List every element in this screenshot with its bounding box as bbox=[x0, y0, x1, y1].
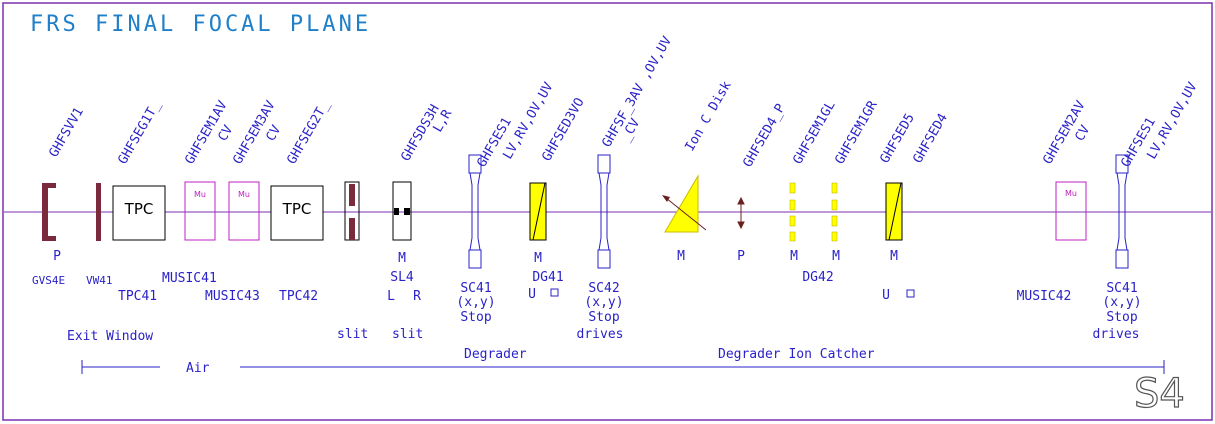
sc42-scintillator bbox=[597, 154, 611, 269]
label-tpc42: TPC42 bbox=[279, 289, 318, 304]
diagram-title: FRS FINAL FOCAL PLANE bbox=[30, 12, 371, 37]
music41-box: Mu bbox=[184, 181, 216, 241]
label-ghfsed4-p: GHFSED4_P bbox=[740, 101, 788, 170]
label-r-sl4: R bbox=[413, 289, 421, 304]
tpc41-box: TPC bbox=[112, 185, 166, 241]
label-sc41b-drives: drives bbox=[1093, 327, 1140, 342]
label-sc42-xy: (x,y) bbox=[584, 295, 623, 310]
slit-1 bbox=[344, 181, 360, 241]
label-gvs4e: GVS4E bbox=[32, 274, 65, 287]
label-music41: MUSIC41 bbox=[162, 271, 217, 286]
ed5-square-icon bbox=[906, 289, 915, 298]
label-ghfsem2av-cv: CV bbox=[1072, 123, 1093, 144]
label-m-ionc: M bbox=[677, 249, 685, 264]
sc41-scintillator-b bbox=[1115, 154, 1129, 269]
label-m-gr: M bbox=[832, 249, 840, 264]
dg41-wedge bbox=[529, 182, 547, 241]
label-sl4: SL4 bbox=[390, 270, 414, 285]
label-dg41: DG41 bbox=[532, 270, 563, 285]
label-sc42: SC42 bbox=[588, 281, 619, 296]
label-sc41b-stop: Stop bbox=[1106, 310, 1137, 325]
label-ghfseg2t: GHFSEG2T_ bbox=[284, 98, 332, 167]
label-degrader: Degrader bbox=[464, 347, 527, 362]
lower-labels: P GVS4E VW41 MUSIC41 TPC41 MUSIC43 TPC42… bbox=[32, 249, 1142, 362]
label-sc41b: SC41 bbox=[1106, 281, 1137, 296]
label-slit-2: slit bbox=[392, 327, 423, 342]
label-sc41a-xy: (x,y) bbox=[456, 295, 495, 310]
label-p-gvs: P bbox=[53, 249, 61, 264]
music41-mu: Mu bbox=[194, 190, 206, 199]
label-ghfsem1gr: GHFSEM1GR bbox=[832, 98, 880, 167]
ed4-p-arrow bbox=[737, 196, 745, 230]
label-sc41b-xy: (x,y) bbox=[1102, 295, 1141, 310]
label-music43: MUSIC43 bbox=[205, 289, 260, 304]
gr-degrader-bar bbox=[831, 182, 838, 242]
label-ghfsem1gl: GHFSEM1GL bbox=[790, 98, 838, 167]
label-degrader-ion-catcher: Degrader Ion Catcher bbox=[718, 347, 875, 362]
air-dimension-line bbox=[81, 360, 1165, 374]
gvs4e-valve bbox=[42, 183, 56, 241]
label-m-sl4: M bbox=[398, 251, 406, 266]
vw41-window bbox=[96, 183, 101, 241]
dg41-square-icon bbox=[550, 288, 559, 297]
label-ghfsds3h: GHFSDS3H bbox=[398, 102, 442, 164]
tpc42-text: TPC bbox=[282, 200, 312, 218]
label-ghfsed3vo: GHFSED3VO bbox=[539, 95, 587, 164]
sl4-slit bbox=[392, 181, 412, 241]
sc41-scintillator-a bbox=[468, 154, 482, 269]
label-ghfsem1av-cv: CV bbox=[215, 123, 236, 144]
label-tpc41: TPC41 bbox=[118, 289, 157, 304]
label-ghfsem3av-cv: CV bbox=[263, 123, 284, 144]
label-slit-1: slit bbox=[337, 327, 368, 342]
label-l-sl4: L bbox=[387, 289, 395, 304]
tpc42-box: TPC bbox=[270, 185, 324, 241]
label-air: Air bbox=[186, 361, 210, 376]
gl-degrader-bar bbox=[789, 182, 796, 242]
label-u-dg41: U bbox=[528, 287, 536, 302]
label-m-ed5: M bbox=[890, 249, 898, 264]
tpc41-text: TPC bbox=[124, 200, 154, 218]
label-m-gl: M bbox=[790, 249, 798, 264]
label-dg42: DG42 bbox=[802, 270, 833, 285]
label-sc42-stop: Stop bbox=[588, 310, 619, 325]
label-sc41a-stop: Stop bbox=[460, 310, 491, 325]
label-u-ed5: U bbox=[882, 288, 890, 303]
label-ghfsvv1: GHFSVV1 bbox=[46, 105, 86, 160]
music42-mu: Mu bbox=[1065, 189, 1077, 198]
music43-mu: Mu bbox=[238, 190, 250, 199]
label-music42: MUSIC42 bbox=[1017, 289, 1072, 304]
label-sc42-drives: drives bbox=[577, 327, 624, 342]
label-sc41a: SC41 bbox=[460, 281, 491, 296]
vertical-labels: GHFSVV1 GHFSEG1T_ GHFSEM1AV CV GHFSEM3AV… bbox=[46, 34, 1200, 170]
music43-box: Mu bbox=[228, 181, 260, 241]
label-vw41: VW41 bbox=[86, 274, 113, 287]
label-p-ed4: P bbox=[737, 249, 745, 264]
ed5-wedge bbox=[885, 182, 903, 241]
label-ghfseg1t: GHFSEG1T_ bbox=[115, 98, 163, 167]
label-ion-c-disk: Ion C Disk bbox=[682, 79, 734, 154]
station-label: S4 bbox=[1134, 371, 1185, 417]
label-exit-window: Exit Window bbox=[67, 329, 153, 344]
music42-box: Mu bbox=[1055, 181, 1087, 241]
ion-c-disk-wedge bbox=[662, 174, 707, 233]
label-m-dg41: M bbox=[534, 251, 542, 266]
